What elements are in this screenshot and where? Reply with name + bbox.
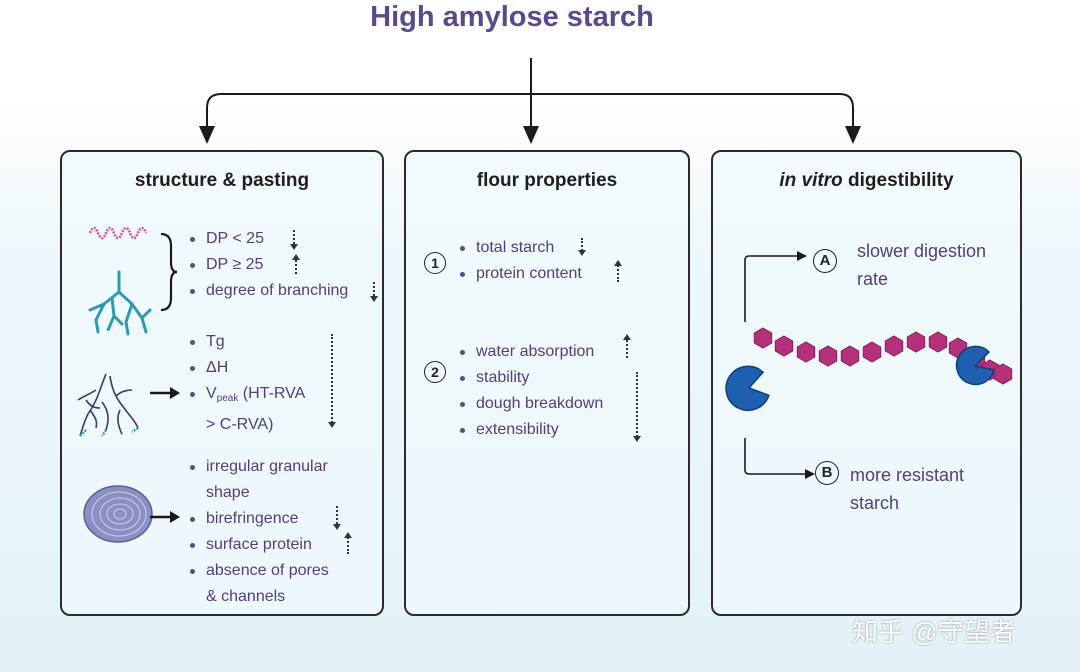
- panel-in-vitro-digestibility: in vitro digestibility A slower digestio…: [711, 150, 1022, 616]
- list-item: & channels: [206, 588, 286, 605]
- panel-title: structure & pasting: [134, 170, 310, 191]
- vpeak-subscript: peak: [216, 393, 239, 404]
- list-item: water absorption: [458, 339, 603, 365]
- panel-title: in vitro digestibility: [713, 170, 1020, 192]
- list-item: stability: [458, 365, 603, 391]
- marker-2: 2: [424, 361, 446, 383]
- panel-title: flour properties: [476, 170, 618, 191]
- list-item: DP < 25: [188, 226, 348, 252]
- decrease-arrow-icon: [328, 334, 336, 428]
- list-item: birefringence: [188, 506, 329, 532]
- list-item: dough breakdown: [458, 391, 603, 417]
- panel-title-rest: digestibility: [842, 170, 954, 191]
- increase-arrow-icon: [292, 254, 300, 274]
- marker-1: 1: [424, 252, 446, 274]
- decrease-arrow-icon: [633, 372, 641, 442]
- panel-structure-pasting: structure & pasting DP < 25 DP ≥ 25 degr…: [60, 150, 384, 616]
- connector-branch: [206, 93, 854, 136]
- marker-b: B: [815, 461, 839, 485]
- glucose-unit-icon: [818, 345, 838, 367]
- list-item: ΔH: [188, 355, 305, 381]
- glucose-unit-icon: [840, 345, 860, 367]
- outcome-b-text: more resistant starch: [850, 461, 964, 517]
- glucose-unit-icon: [774, 335, 794, 357]
- outcome-b-line: more resistant: [850, 465, 965, 485]
- glucose-unit-icon: [993, 363, 1013, 385]
- starch-granule-icon: [83, 485, 153, 543]
- glucose-unit-icon: [796, 341, 816, 363]
- panel-title-italic: in vitro: [779, 170, 843, 191]
- list-item: protein content: [458, 261, 582, 287]
- starch-molecule-icon: [77, 373, 139, 437]
- starch-chain-enzyme-icon: [725, 327, 1013, 412]
- outcome-a-line: slower digestion: [857, 241, 987, 261]
- panel-flour-properties: flour properties 1 total starch protein …: [404, 150, 690, 616]
- list-item: extensibility: [458, 417, 603, 443]
- list-item: > C-RVA): [206, 416, 274, 433]
- glucose-unit-icon: [928, 331, 948, 353]
- list-item: degree of branching: [188, 278, 348, 304]
- glucose-unit-icon: [753, 327, 773, 349]
- decrease-arrow-icon: [290, 230, 298, 250]
- list-item: absence of pores: [188, 558, 329, 584]
- list-thermal-properties: Tg ΔH Vpeak (HT-RVA > C-RVA): [188, 329, 305, 438]
- glucose-unit-icon: [884, 335, 904, 357]
- arrow-to-outcome-a: [744, 251, 807, 322]
- list-dough-properties: water absorption stability dough breakdo…: [458, 339, 603, 443]
- list-item: irregular granular: [188, 454, 329, 480]
- amylopectin-branched-icon: [88, 270, 152, 336]
- list-item: surface protein: [188, 532, 329, 558]
- increase-arrow-icon: [623, 334, 631, 358]
- amylose-chain-icon: [88, 226, 148, 240]
- list-flour-composition: total starch protein content: [458, 235, 582, 287]
- watermark: 知乎 @守望者: [852, 617, 1016, 647]
- enzyme-left-icon: [725, 365, 770, 412]
- list-item: shape: [206, 484, 250, 501]
- list-item: Vpeak (HT-RVA: [188, 381, 305, 412]
- list-item: total starch: [458, 235, 582, 261]
- vpeak-label: V: [206, 385, 217, 402]
- brace-icon: [160, 232, 178, 312]
- list-item: Tg: [188, 329, 305, 355]
- glucose-unit-icon: [906, 331, 926, 353]
- vpeak-suffix: (HT-RVA: [238, 385, 306, 402]
- decrease-arrow-icon: [370, 282, 378, 302]
- arrow-right-icon: [150, 387, 180, 399]
- list-item: DP ≥ 25: [188, 252, 348, 278]
- increase-arrow-icon: [344, 532, 352, 554]
- glucose-unit-icon: [862, 341, 882, 363]
- decrease-arrow-icon: [578, 238, 586, 256]
- increase-arrow-icon: [614, 260, 622, 282]
- outcome-a-line: rate: [857, 269, 889, 289]
- arrow-right-icon: [150, 511, 180, 523]
- list-granule-morphology: irregular granular shape birefringence s…: [188, 454, 329, 610]
- main-title: High amylose starch: [370, 1, 654, 33]
- decrease-arrow-icon: [333, 506, 341, 530]
- outcome-b-line: starch: [850, 493, 900, 513]
- arrow-to-outcome-b: [744, 438, 815, 479]
- list-chain-length: DP < 25 DP ≥ 25 degree of branching: [188, 226, 348, 304]
- outcome-a-text: slower digestion rate: [857, 237, 986, 293]
- enzyme-right-icon: [955, 345, 995, 386]
- marker-a: A: [813, 249, 837, 273]
